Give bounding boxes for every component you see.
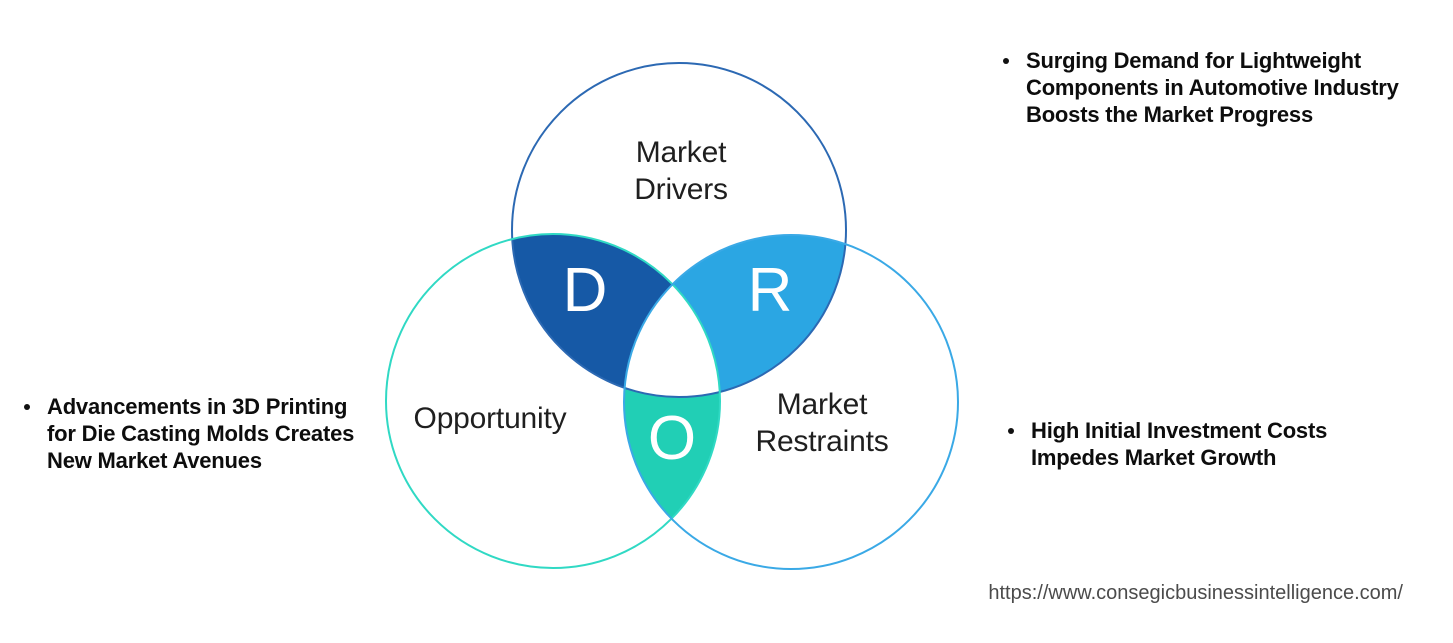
drivers-letter: D (562, 256, 608, 325)
opportunity-bullet-text: Advancements in 3D Printing for Die Cast… (47, 393, 354, 474)
restraints-bullet-text: High Initial Investment Costs Impedes Ma… (1031, 417, 1327, 471)
restraints-bullet-line1: High Initial Investment Costs (1031, 418, 1328, 443)
opportunity-label: Opportunity (414, 400, 567, 437)
drivers-bullet: Surging Demand for Lightweight Component… (1003, 47, 1423, 128)
opportunity-bullet-line3: New Market Avenues (47, 448, 262, 473)
market-drivers-label-line2: Drivers (634, 173, 728, 206)
drivers-bullet-line3: Boosts the Market Progress (1026, 102, 1313, 127)
drivers-bullet-line2: Components in Automotive Industry (1026, 75, 1399, 100)
restraints-bullet-line2: Impedes Market Growth (1031, 445, 1277, 470)
source-url: https://www.consegicbusinessintelligence… (988, 582, 1403, 604)
market-restraints-label-line1: Market (776, 388, 868, 421)
restraints-lens (624, 235, 846, 397)
drivers-bullet-text: Surging Demand for Lightweight Component… (1026, 47, 1399, 128)
opportunity-bullet: Advancements in 3D Printing for Die Cast… (24, 393, 384, 474)
restraints-bullet: High Initial Investment Costs Impedes Ma… (1008, 417, 1388, 471)
drivers-circle-outline (511, 62, 847, 398)
opportunity-bullet-line2: for Die Casting Molds Creates (47, 421, 355, 446)
opportunity-label-text: Opportunity (413, 402, 567, 435)
market-drivers-label-line1: Market (635, 136, 727, 169)
drivers-bullet-line1: Surging Demand for Lightweight (1026, 48, 1361, 73)
restraints-circle-outline (623, 234, 959, 570)
opportunity-letter: O (647, 404, 697, 473)
market-restraints-label-line2: Restraints (755, 425, 889, 458)
bullet-dot-icon (1008, 428, 1014, 434)
market-drivers-label: Market Drivers (634, 134, 728, 208)
market-restraints-label: Market Restraints (755, 386, 888, 460)
bullet-dot-icon (24, 404, 30, 410)
opportunity-bullet-line1: Advancements in 3D Printing (47, 394, 348, 419)
bullet-dot-icon (1003, 58, 1009, 64)
drivers-lens (512, 234, 720, 397)
restraints-letter: R (747, 256, 793, 325)
opportunity-circle-outline (385, 233, 721, 569)
